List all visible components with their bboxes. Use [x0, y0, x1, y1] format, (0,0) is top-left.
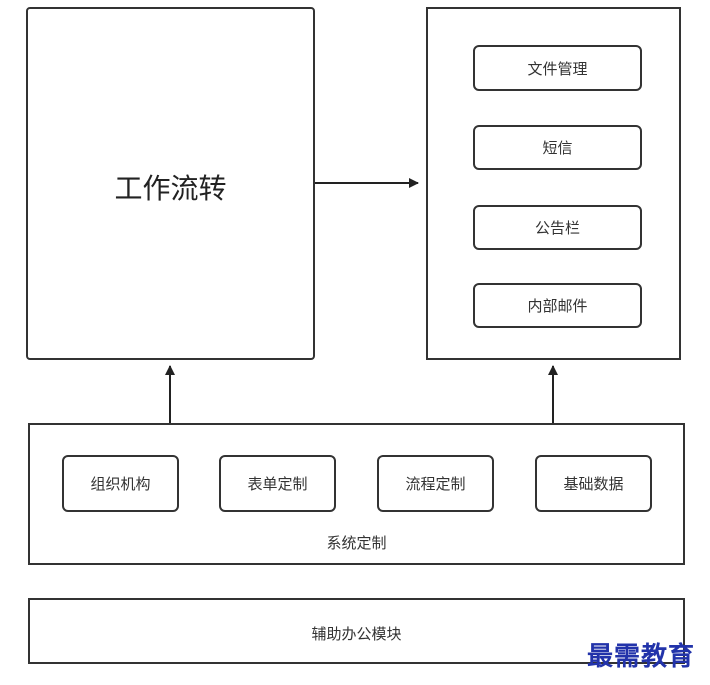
system-customization-label: 系统定制 — [326, 534, 387, 552]
auxiliary-office-box: 辅助办公模块 — [28, 598, 685, 664]
workflow-title: 工作流转 — [114, 172, 227, 205]
module-file-management: 文件管理 — [473, 45, 642, 91]
system-item-form-customization: 表单定制 — [219, 455, 336, 512]
module-bulletin-board: 公告栏 — [473, 205, 642, 250]
workflow-box: 工作流转 — [26, 7, 315, 360]
system-item-basic-data: 基础数据 — [535, 455, 652, 512]
watermark-text: 最需教育 — [587, 642, 696, 672]
module-sms: 短信 — [473, 125, 642, 170]
system-item-process-customization: 流程定制 — [377, 455, 494, 512]
system-item-organization: 组织机构 — [62, 455, 179, 512]
auxiliary-office-label: 辅助办公模块 — [311, 625, 402, 643]
module-internal-mail: 内部邮件 — [473, 283, 642, 328]
